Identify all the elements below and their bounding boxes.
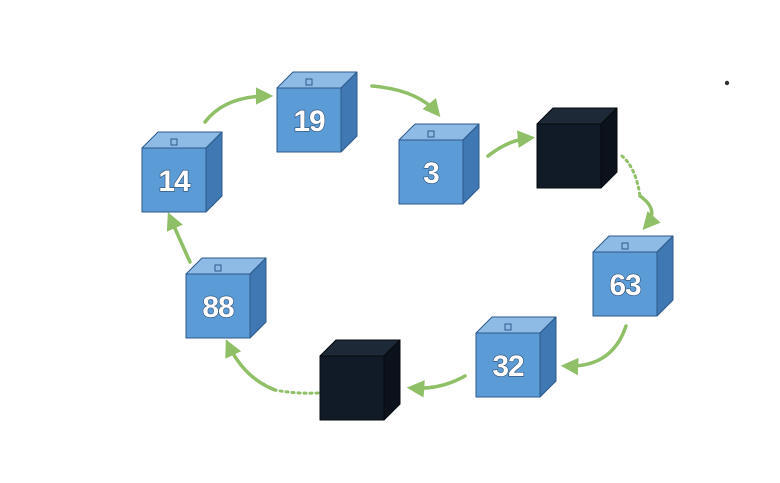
arrow-line xyxy=(370,84,441,118)
arrow-box-hidden-1-to-box-63 xyxy=(620,154,661,230)
number-box: 3 xyxy=(398,123,480,205)
dotted-connector xyxy=(620,154,642,198)
box-lid-tab xyxy=(170,138,178,146)
arrows-layer xyxy=(166,84,661,398)
arrow-line xyxy=(406,374,467,398)
arrow-line xyxy=(225,339,277,392)
arrow-line xyxy=(486,130,536,158)
arrow-box-32-to-box-hidden-2 xyxy=(406,374,467,398)
hidden-box xyxy=(536,107,618,189)
box-lid-tab xyxy=(427,130,435,138)
arrow-box-88-to-box-14 xyxy=(166,212,192,264)
box-front-face xyxy=(276,87,342,153)
box-front-face xyxy=(475,332,541,398)
dotted-connector xyxy=(273,388,320,395)
arrow-box-63-to-box-32 xyxy=(560,324,628,376)
arrow-box-19-to-box-3 xyxy=(370,84,441,118)
arrow-line xyxy=(560,324,628,376)
box-front-face xyxy=(319,355,385,421)
number-box: 19 xyxy=(276,71,358,153)
arrow-box-hidden-2-to-box-88 xyxy=(225,339,320,395)
box-front-face xyxy=(592,251,658,317)
box-front-face xyxy=(536,123,602,189)
box-number-label: 63 xyxy=(609,269,641,302)
number-box: 14 xyxy=(141,131,223,213)
box-number-label: 3 xyxy=(423,157,439,190)
box-front-face xyxy=(185,273,251,339)
arrow-box-14-to-box-19 xyxy=(203,87,274,124)
box-number-label: 19 xyxy=(293,105,325,138)
number-box: 32 xyxy=(475,316,557,398)
boxes-layer: 14 19 3 63 32 88 xyxy=(141,71,674,421)
arrow-line xyxy=(203,87,274,124)
box-lid-tab xyxy=(621,242,629,250)
stray-dot xyxy=(724,80,730,86)
number-box: 88 xyxy=(185,257,267,339)
number-box: 63 xyxy=(592,235,674,317)
box-number-label: 14 xyxy=(158,165,191,198)
box-number-label: 88 xyxy=(202,291,234,324)
box-front-face xyxy=(141,147,207,213)
box-lid-tab xyxy=(504,323,512,331)
box-lid-tab xyxy=(305,78,313,86)
arrow-line xyxy=(638,194,661,230)
hidden-box xyxy=(319,339,401,421)
box-front-face xyxy=(398,139,464,205)
box-lid-tab xyxy=(214,264,222,272)
arrow-line xyxy=(166,212,192,264)
arrow-box-3-to-box-hidden-1 xyxy=(486,130,536,158)
box-number-label: 32 xyxy=(492,350,524,383)
